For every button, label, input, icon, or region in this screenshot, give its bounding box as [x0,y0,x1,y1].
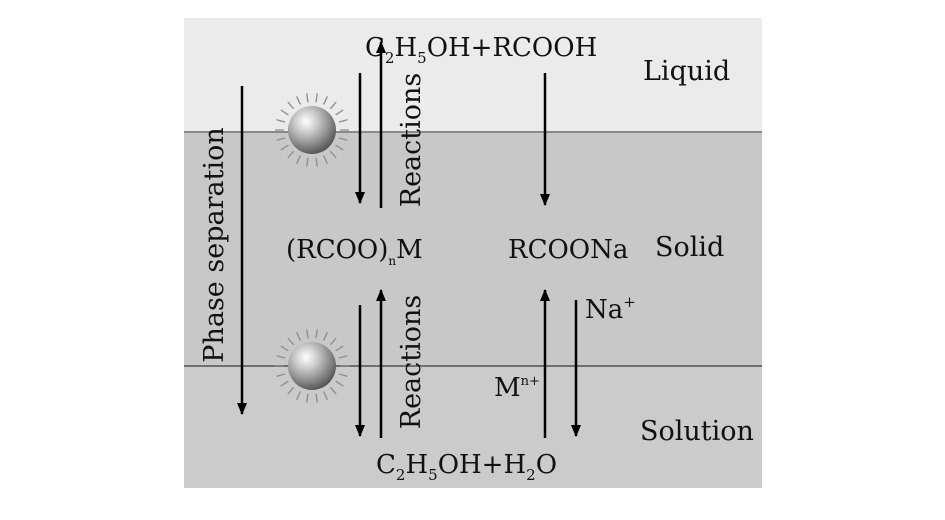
particle-ray [306,393,309,403]
particle-ray [306,93,309,103]
solution-region [184,366,762,488]
particle-ray [338,118,348,123]
particle-ray [315,157,318,167]
particle-ray [276,137,286,142]
solid-label: Solid [655,232,724,263]
particle-ray [338,354,348,359]
particle-ray [323,96,328,105]
particle-ray [287,150,295,159]
particle-ray [296,391,301,400]
reactions-label-top: Reactions [396,73,427,208]
particle-ray [335,109,344,116]
particle-ray [335,144,344,151]
particle-ray [280,109,289,116]
particle-ray [323,155,328,164]
liquid-label: Liquid [643,56,730,87]
particle-bottom [275,329,349,403]
particle-ray [335,345,344,352]
particle-ray [315,393,318,403]
particle-ray [306,157,309,167]
particle-ray [329,101,337,110]
particle-ray [296,96,301,105]
particle-ray [280,144,289,151]
particle-ray [315,93,318,103]
bottom-products: C2H5OH+H2O [376,450,557,484]
particle-ray [329,337,337,346]
solid-region [184,132,762,366]
particle-ray [306,329,309,339]
particle-ray [287,386,295,395]
liquid-region [184,18,762,132]
particle-ray [329,150,337,159]
particle-ray [296,155,301,164]
particle-ray [280,345,289,352]
reactions-label-bottom: Reactions [396,295,427,430]
metal-ion: Mn+ [494,373,540,403]
particle-ray [329,386,337,395]
particle-ray [276,118,286,123]
sodium-ion: Na+ [585,293,636,325]
solution-label: Solution [640,416,754,447]
particle-ray [276,354,286,359]
sodium-carboxylate: RCOONa [508,235,628,265]
top-reactants: C2H5OH+RCOOH [365,33,597,67]
particle-ray [315,329,318,339]
phase-separation-label: Phase separation [199,127,230,362]
particle-top [275,93,349,167]
particle-ray [338,373,348,378]
particle-ray [287,101,295,110]
particle-ray [287,337,295,346]
particle-ray [276,373,286,378]
particle-ray [323,332,328,341]
particle-ray [296,332,301,341]
metal-carboxylate: (RCOO)nM [286,235,423,268]
particle-ray [335,380,344,387]
particle-ray [338,137,348,142]
particle-ray [280,380,289,387]
particle-ray [323,391,328,400]
